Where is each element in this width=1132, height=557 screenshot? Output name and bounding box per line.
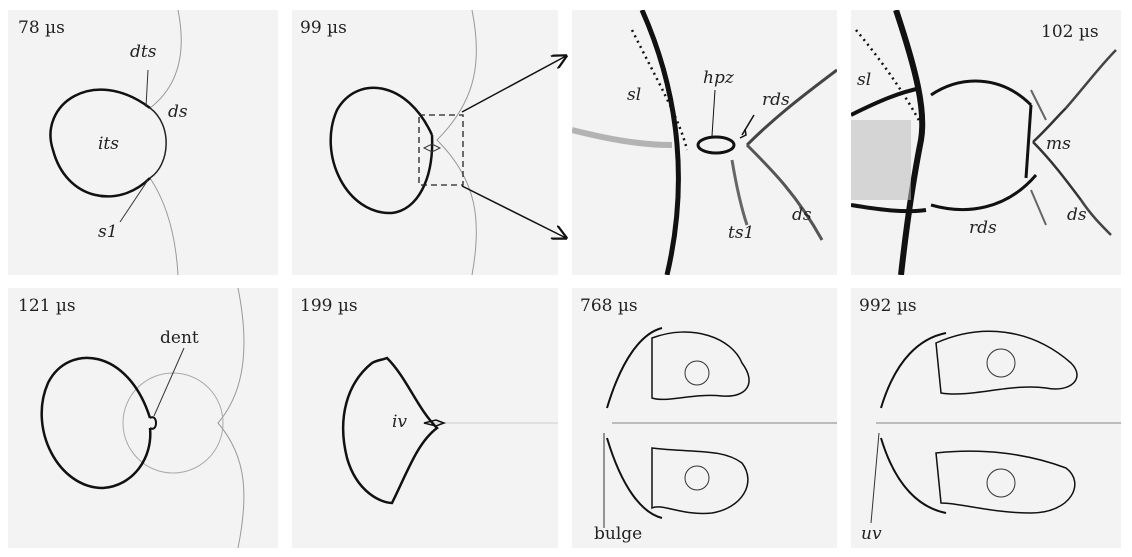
time-label: 99 µs (300, 18, 347, 38)
panel-102us: 102 µs sl ms rds ds (851, 10, 1121, 275)
panel-992us: 992 µs uv (851, 288, 1121, 548)
time-label: 121 µs (18, 296, 76, 316)
iv-label: iv (392, 412, 408, 432)
time-label: 199 µs (300, 296, 358, 316)
its-label: its (98, 134, 119, 154)
panel-zoom-figure (572, 10, 837, 275)
rds-label: rds (969, 218, 997, 238)
time-label: 768 µs (580, 296, 638, 316)
time-label: 992 µs (859, 296, 917, 316)
panel-768us-figure (603, 327, 837, 528)
panel-102us-figure (851, 10, 1117, 275)
panel-zoom: sl hpz rds ts1 ds (572, 10, 837, 275)
dent-label: dent (160, 328, 199, 348)
uv-label: uv (861, 524, 882, 544)
panel-992us-figure (870, 330, 1121, 524)
time-label: 78 µs (18, 18, 65, 38)
panel-199us: 199 µs iv (292, 288, 558, 548)
bulge-label: bulge (594, 524, 643, 544)
panel-199us-figure (341, 356, 558, 505)
panel-78us-figure (49, 10, 182, 275)
rds-label: rds (762, 90, 790, 110)
panel-99us: 99 µs (292, 10, 558, 275)
time-label: 102 µs (1041, 22, 1099, 42)
s1-label: s1 (98, 222, 118, 242)
panel-768us: 768 µs bulge (572, 288, 837, 548)
sl-label: sl (627, 85, 642, 105)
ds-label: ds (1067, 205, 1087, 225)
sl-label: sl (857, 70, 872, 90)
panel-121us: 121 µs dent (8, 288, 278, 548)
panel-78us: 78 µs dts ds its s1 (8, 10, 278, 275)
ms-label: ms (1046, 134, 1071, 154)
panel-121us-figure (40, 288, 245, 548)
dts-label: dts (130, 42, 157, 62)
panel-99us-figure (329, 10, 477, 275)
ds-label: ds (792, 205, 812, 225)
ts1-label: ts1 (728, 223, 755, 243)
hpz-label: hpz (703, 68, 734, 88)
ds-label: ds (168, 102, 188, 122)
